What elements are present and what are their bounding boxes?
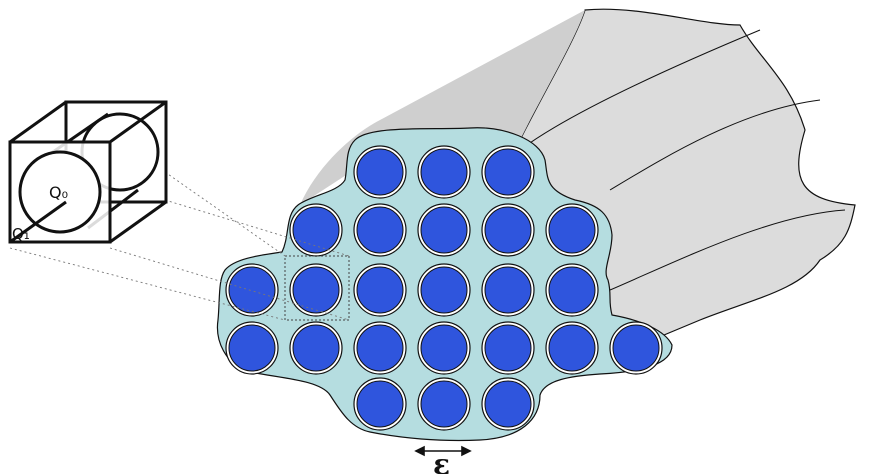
unit-cell-cube [8,100,168,244]
fiber [612,324,660,372]
fiber [484,206,532,254]
body-ridge-middle [609,99,821,191]
fiber [420,206,468,254]
body-ridge-top [519,29,761,151]
period-arrow [414,445,472,457]
body-ridge-bottom [609,209,846,291]
fiber [484,148,532,196]
fiber [356,206,404,254]
fiber [420,148,468,196]
fiber [548,266,596,314]
fiber [292,324,340,372]
periodic-cell-outline [284,255,350,321]
fiber [484,266,532,314]
fiber [356,324,404,372]
fiber-array [225,145,663,431]
fiber [420,266,468,314]
fiber [356,266,404,314]
fiber [292,206,340,254]
fiber [228,266,276,314]
projection-line [164,171,286,257]
projection-line [164,199,350,257]
projection-line [9,247,286,321]
inner-cell-label: Q₀ [49,183,68,202]
fiber [484,324,532,372]
period-label: ε [433,448,450,474]
fiber [548,324,596,372]
fiber [420,324,468,372]
fiber [420,380,468,428]
fiber [356,380,404,428]
fiber [484,380,532,428]
outer-cell-label: Q₁ [12,225,30,243]
fiber [228,324,276,372]
fiber [548,206,596,254]
projection-line [109,247,350,321]
fiber [292,266,340,314]
fiber [356,148,404,196]
